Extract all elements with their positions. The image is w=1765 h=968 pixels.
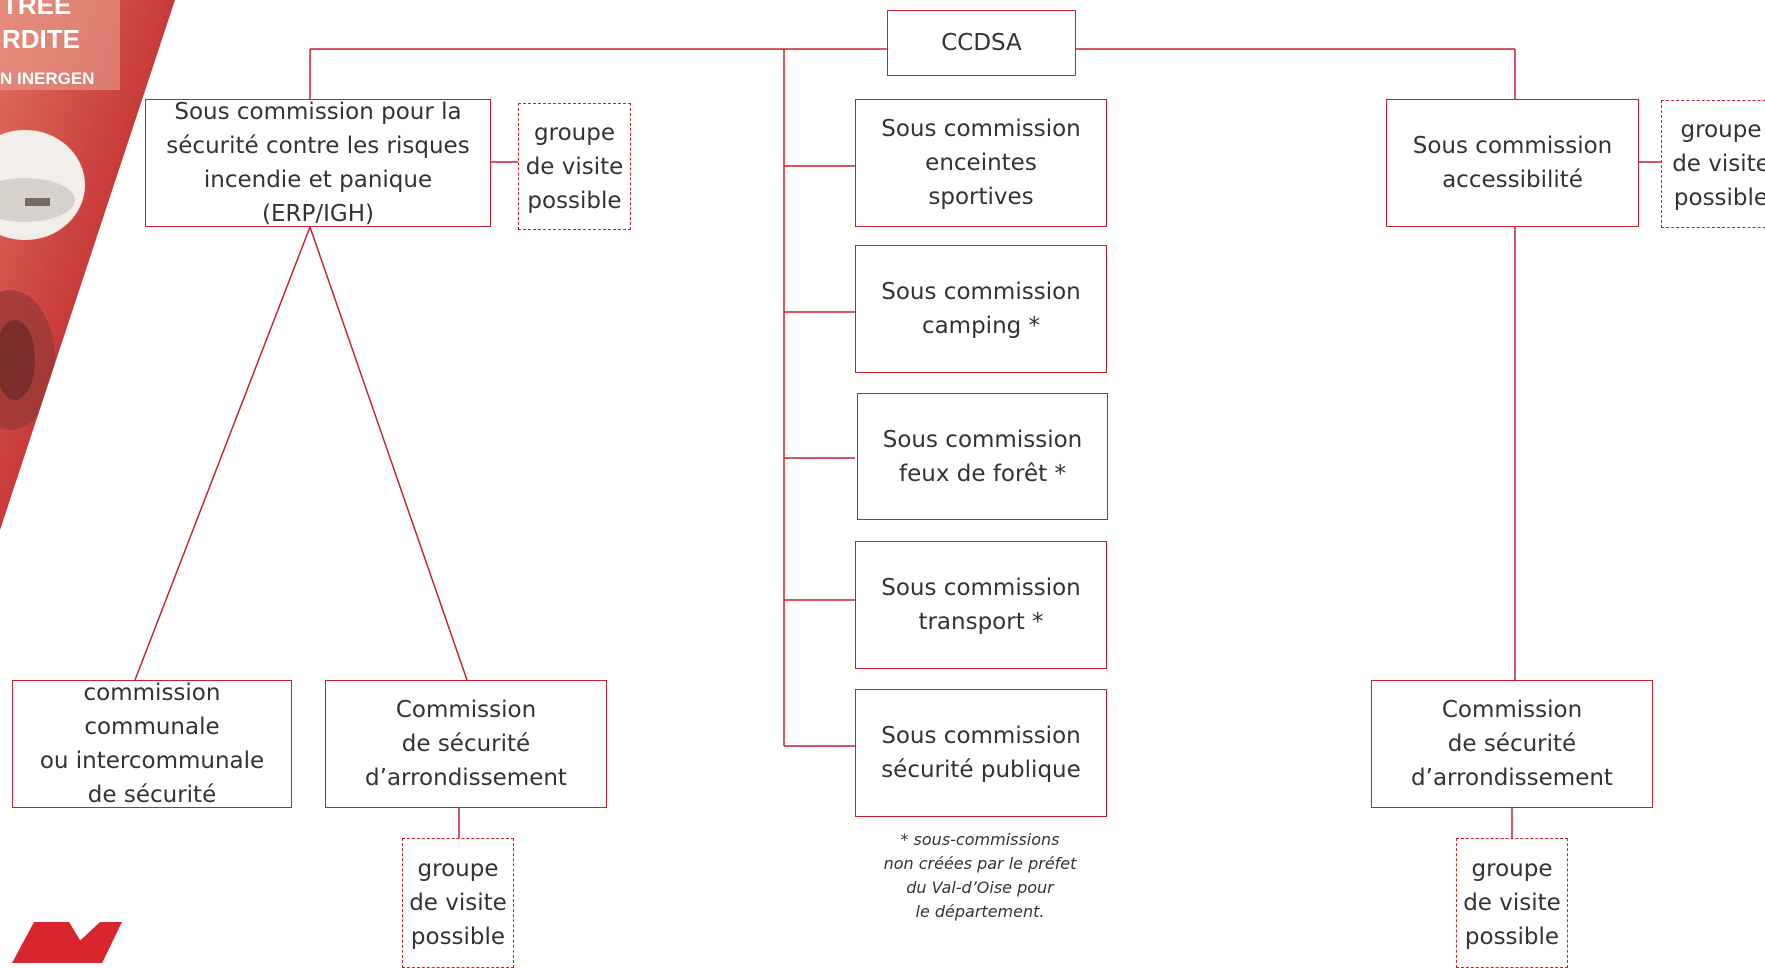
subcommission-public-security-node: Sous commission sécurité publique (855, 689, 1107, 817)
accessibility-subcommission-node: Sous commission accessibilité (1386, 99, 1639, 227)
left-arrondissement-visit-group-label: groupe de visite possible (409, 856, 507, 950)
fire-equipment-photo: TRÉE RDITE N INERGEN (0, 0, 175, 530)
sign-line-1: TRÉE (2, 0, 71, 20)
subcommission-camping-label: Sous commission camping * (881, 279, 1081, 339)
footnote: * sous-commissions non créées par le pré… (883, 830, 1077, 921)
ccdsa-label: CCDSA (941, 30, 1022, 56)
ccdsa-node: CCDSA (887, 10, 1076, 76)
left-visit-group-node: groupe de visite possible (518, 103, 631, 230)
communal-commission-node: commission communale ou intercommunale d… (12, 680, 292, 808)
left-arrondissement-commission-node: Commission de sécurité d’arrondissement (325, 680, 607, 808)
left-arrondissement-visit-group-node: groupe de visite possible (402, 838, 514, 968)
left-visit-group-label: groupe de visite possible (525, 119, 624, 214)
subcommission-forest-fire-label: Sous commission feux de forêt * (882, 426, 1083, 487)
subcommission-transport-node: Sous commission transport * (855, 541, 1107, 669)
subcommission-camping-node: Sous commission camping * (855, 245, 1107, 373)
right-visit-group-node: groupe de visite possible (1661, 100, 1765, 228)
sign-line-2: RDITE (2, 24, 80, 54)
erp-igh-subcommission-label: Sous commission pour la sécurité contre … (166, 99, 470, 227)
subcommission-sports-label: Sous commission enceintes sportives (881, 116, 1081, 210)
erp-igh-subcommission-node: Sous commission pour la sécurité contre … (145, 99, 491, 227)
right-visit-group-label: groupe de visite possible (1672, 117, 1765, 211)
right-arrondissement-visit-group-label: groupe de visite possible (1463, 856, 1561, 950)
subcommission-transport-label: Sous commission transport * (881, 575, 1081, 635)
subcommission-forest-fire-node: Sous commission feux de forêt * (857, 393, 1108, 520)
right-arrondissement-commission-node: Commission de sécurité d’arrondissement (1371, 680, 1653, 808)
subcommission-public-security-label: Sous commission sécurité publique (881, 723, 1081, 783)
subcommission-sports-node: Sous commission enceintes sportives (855, 99, 1107, 227)
left-arrondissement-commission-label: Commission de sécurité d’arrondissement (365, 697, 567, 791)
communal-commission-label: commission communale ou intercommunale d… (39, 680, 265, 808)
accessibility-subcommission-label: Sous commission accessibilité (1412, 133, 1613, 193)
right-arrondissement-visit-group-node: groupe de visite possible (1456, 838, 1568, 968)
sign-line-3: N INERGEN (0, 69, 94, 88)
right-arrondissement-commission-label: Commission de sécurité d’arrondissement (1411, 697, 1613, 791)
